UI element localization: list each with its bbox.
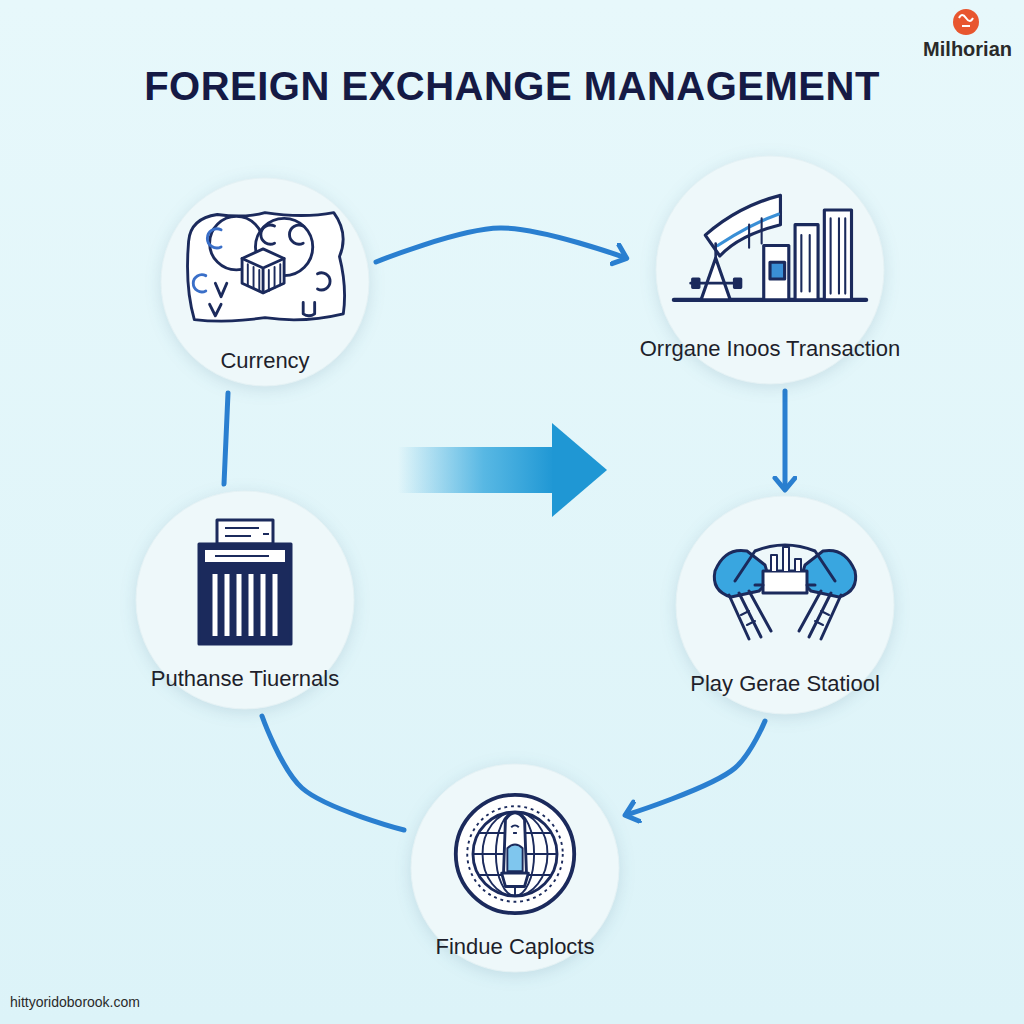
process-circle: Findue Caplocts: [410, 763, 620, 973]
brand-name: Milhorian: [923, 38, 1012, 61]
node-icon: [456, 795, 574, 913]
node-label: Findue Caplocts: [436, 934, 595, 960]
node-label: Currency: [220, 348, 309, 374]
flow-arrow: [626, 721, 765, 815]
flow-arrow: [224, 393, 228, 484]
node-icon: [199, 520, 291, 644]
process-circle: Play Gerae Statiool: [675, 495, 895, 715]
flow-arrow: [783, 391, 788, 489]
flow-arrow: [262, 716, 404, 830]
flow-banner-arrow: [398, 423, 607, 517]
node-icon: [714, 545, 855, 639]
brand-logo-mark: [953, 9, 979, 35]
process-circle: Currency: [160, 177, 370, 387]
process-circle: Puthanse Tiuernals: [135, 490, 355, 710]
flow-arrow: [376, 228, 626, 262]
node-label: Puthanse Tiuernals: [151, 666, 339, 692]
process-circle: Orrgane Inoos Transaction: [632, 155, 908, 385]
node-label: Play Gerae Statiool: [690, 671, 880, 697]
node-icon: [674, 195, 866, 300]
node-icon: [188, 213, 345, 321]
node-label: Orrgane Inoos Transaction: [640, 336, 900, 362]
diagram-title: FOREIGN EXCHANGE MANAGEMENT: [0, 64, 1024, 109]
watermark: hittyoridoborook.com: [10, 994, 140, 1010]
